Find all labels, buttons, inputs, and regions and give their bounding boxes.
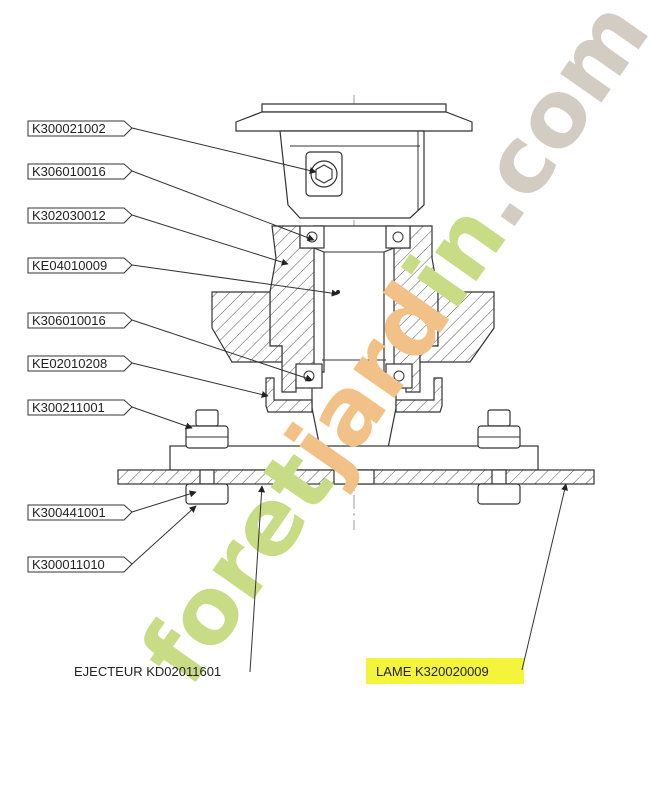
callout-lame: LAME K320020009	[366, 483, 568, 684]
label-k306010016-top: K306010016	[32, 164, 106, 179]
callout-ejecteur: EJECTEUR KD02011601	[74, 485, 266, 679]
bearing-upper	[299, 225, 411, 249]
bottom-cover	[265, 377, 313, 413]
callout-k300211001: K300211001	[27, 399, 193, 430]
label-ke02010208: KE02010208	[32, 356, 107, 371]
callout-k300441001: K300441001	[27, 490, 197, 521]
lame-highlight	[366, 658, 524, 684]
set-screw-hex-socket	[305, 151, 343, 197]
flange-right	[419, 291, 495, 363]
callout-k306010016-bottom: K306010016	[27, 312, 313, 382]
callout-ke02010208: KE02010208	[27, 355, 269, 398]
label-k300021002: K300021002	[32, 121, 106, 136]
callout-k306010016-top: K306010016	[27, 163, 315, 242]
bolt-left	[185, 409, 229, 505]
label-ke04010009: KE04010009	[32, 258, 107, 273]
label-lame: LAME K320020009	[376, 664, 489, 679]
callout-ke04010009: KE04010009	[27, 257, 339, 297]
label-k306010016-bottom: K306010016	[32, 313, 106, 328]
base-plate	[117, 445, 595, 485]
bottom-cover-right	[395, 377, 443, 413]
callout-k302030012: K302030012	[27, 207, 289, 266]
label-k300441001: K300441001	[32, 505, 106, 520]
callout-k300021002: K300021002	[27, 120, 317, 174]
flange-left	[211, 291, 283, 363]
callout-k300011010: K300011010	[27, 505, 197, 573]
label-ejecteur: EJECTEUR KD02011601	[74, 664, 221, 679]
label-k300211001: K300211001	[32, 400, 105, 415]
label-k300011010: K300011010	[32, 557, 105, 572]
bolt-right	[477, 409, 521, 505]
label-k302030012: K302030012	[32, 208, 106, 223]
